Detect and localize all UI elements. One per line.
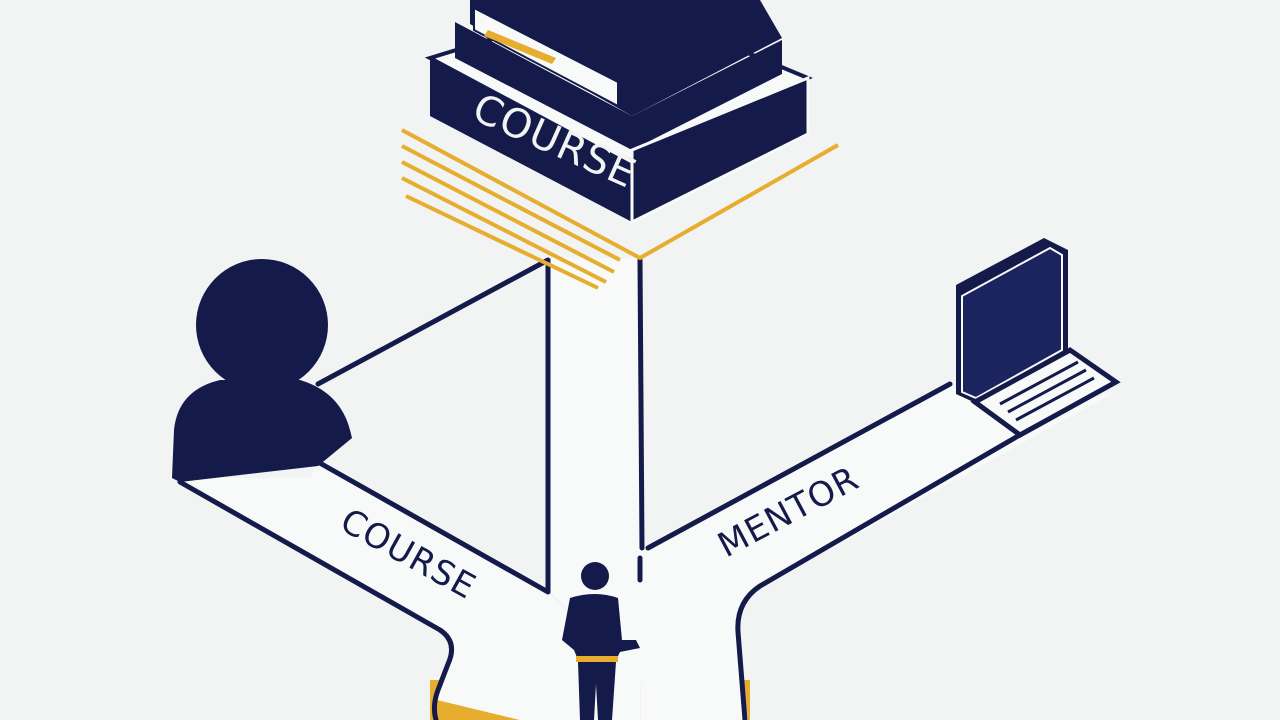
standing-person-icon (562, 562, 640, 720)
right-path (640, 385, 1115, 720)
paths (175, 257, 1115, 720)
laptop-icon (956, 238, 1121, 438)
person-silhouette-icon (172, 259, 352, 482)
left-path (175, 462, 600, 720)
gold-stripes (401, 128, 839, 290)
pen-icon (484, 30, 556, 64)
course-pedestal: COURSE (424, 0, 813, 225)
